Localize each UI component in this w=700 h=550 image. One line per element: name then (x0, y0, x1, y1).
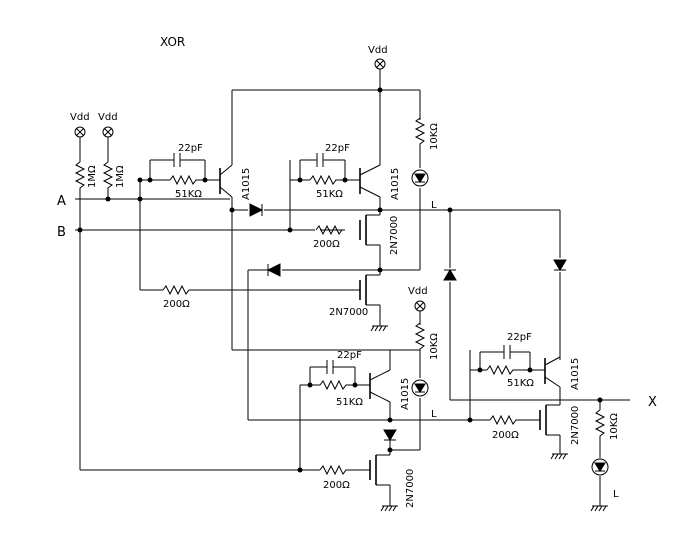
label-200: 200Ω (323, 480, 350, 491)
capacitor (319, 359, 341, 375)
vdd-label: Vdd (98, 112, 118, 123)
junction-dots (77, 87, 603, 473)
label-200: 200Ω (492, 430, 519, 441)
resistor (75, 161, 85, 191)
label-a1015: A1015 (570, 358, 581, 390)
vdd-symbol (374, 58, 386, 79)
label-22pf: 22pF (507, 332, 532, 343)
vdd-label: Vdd (70, 112, 90, 123)
label-led: L (613, 489, 619, 500)
label-22pf: 22pF (337, 350, 362, 361)
input-b-label: B (57, 225, 66, 240)
label-51k: 51KΩ (175, 189, 202, 200)
led (591, 458, 609, 476)
capacitor (496, 344, 518, 360)
diode (553, 259, 567, 271)
led (411, 379, 429, 397)
label-2n7000: 2N7000 (389, 216, 400, 255)
vdd-label: Vdd (408, 286, 428, 297)
label-1m: 1MΩ (87, 165, 98, 188)
label-2n7000: 2N7000 (570, 406, 581, 445)
resistor (319, 465, 349, 475)
resistor (415, 322, 425, 352)
label-200: 200Ω (163, 299, 190, 310)
label-led: L (431, 200, 437, 211)
label-10k: 10KΩ (609, 413, 620, 440)
ground-symbol (550, 447, 569, 460)
diode (383, 429, 397, 441)
vdd-symbol (102, 126, 114, 147)
capacitor (309, 152, 331, 168)
label-10k: 10KΩ (429, 123, 440, 150)
diagram-title: XOR (160, 35, 185, 49)
label-a1015: A1015 (390, 168, 401, 200)
label-2n7000: 2N7000 (405, 469, 416, 508)
label-1m: 1MΩ (115, 165, 126, 188)
diode (266, 263, 281, 277)
resistor (595, 409, 605, 439)
label-a1015: A1015 (241, 168, 252, 200)
diode (443, 269, 457, 281)
label-200: 200Ω (313, 239, 340, 250)
label-2n7000: 2N7000 (329, 307, 368, 318)
resistor (162, 285, 192, 295)
resistor (415, 117, 425, 147)
label-51k: 51KΩ (507, 378, 534, 389)
vdd-symbol (74, 126, 86, 147)
capacitor (166, 152, 188, 168)
vdd-symbol (414, 300, 426, 321)
label-51k: 51KΩ (316, 189, 343, 200)
resistor (486, 365, 516, 375)
label-led: L (431, 409, 437, 420)
resistor (103, 161, 113, 191)
label-a1015: A1015 (400, 378, 411, 410)
ground-symbol (590, 499, 609, 512)
resistor (489, 415, 519, 425)
resistor (319, 380, 349, 390)
component-labels: 1MΩ 1MΩ 22pF 51KΩ A1015 22pF 51KΩ A1015 … (87, 123, 620, 508)
diode (249, 203, 264, 217)
led (411, 169, 429, 187)
input-a-label: A (57, 194, 66, 209)
resistor (169, 175, 199, 185)
resistor (309, 175, 339, 185)
output-x-label: X (648, 395, 657, 410)
label-22pf: 22pF (178, 143, 203, 154)
vdd-label: Vdd (368, 45, 388, 56)
label-22pf: 22pF (325, 143, 350, 154)
label-51k: 51KΩ (336, 397, 363, 408)
wires (75, 78, 630, 505)
label-10k: 10KΩ (429, 333, 440, 360)
ground-symbol (380, 499, 399, 512)
ground-symbol (370, 319, 389, 332)
